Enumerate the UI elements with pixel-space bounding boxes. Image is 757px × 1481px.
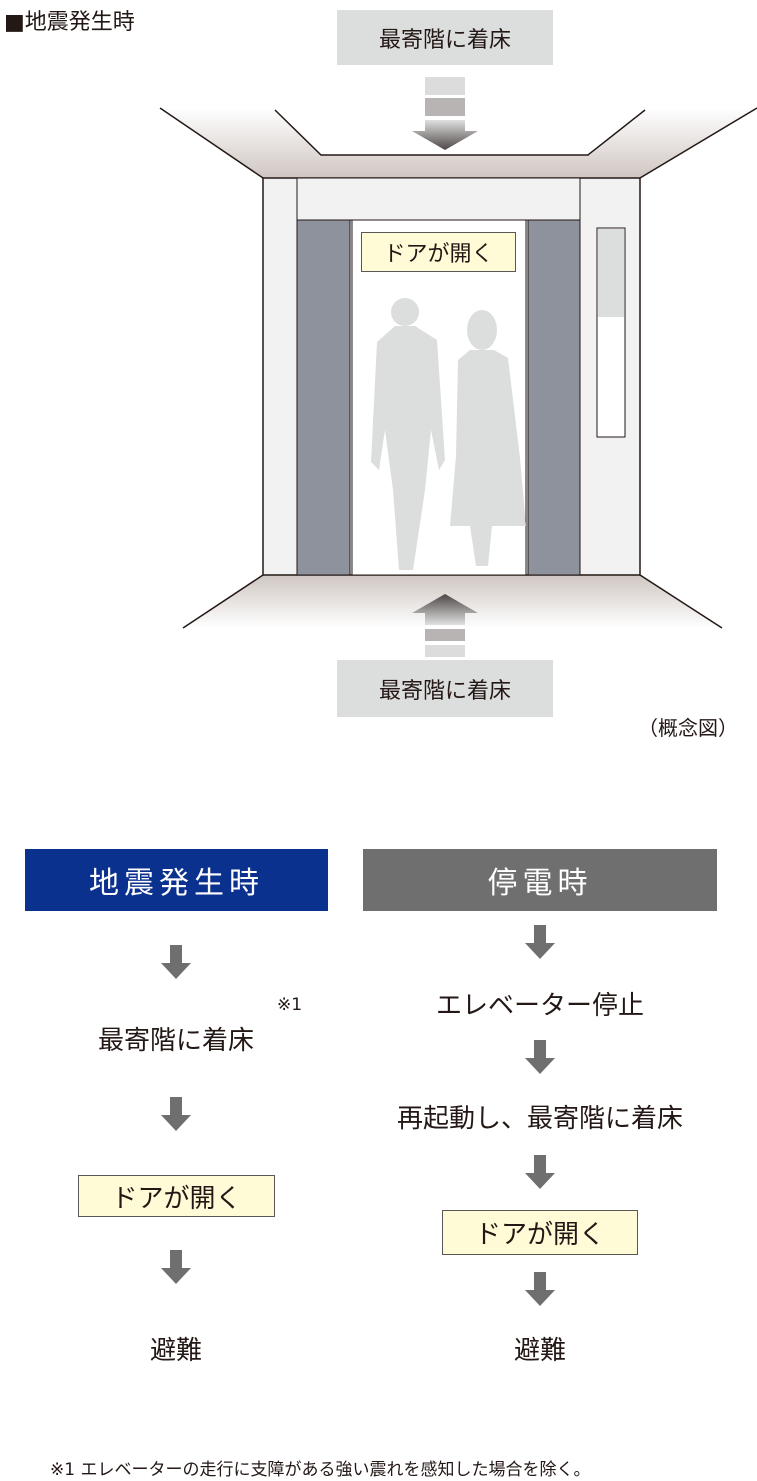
arrow-down-icon (161, 1097, 191, 1131)
eq-step-door-open: ドアが開く (78, 1175, 275, 1217)
door-left (296, 219, 351, 576)
bo-step-evacuate: 避難 (513, 1336, 567, 1366)
bo-step-stop: エレベーター停止 (435, 991, 645, 1021)
concept-note: （概念図） (638, 716, 738, 740)
door-right (527, 219, 581, 576)
ceiling (160, 108, 757, 178)
eq-step-land: 最寄階に着床 (97, 1026, 255, 1056)
bottom-label: 最寄階に着床 (337, 660, 553, 717)
top-label: 最寄階に着床 (337, 10, 553, 65)
section-title: ■地震発生時 (4, 10, 135, 35)
arrow-down-icon (161, 1250, 191, 1284)
bo-step-restart: 再起動し、最寄階に着床 (396, 1104, 684, 1134)
arrow-down-icon (525, 1272, 555, 1306)
people-silhouette (371, 298, 526, 570)
door-open-label: ドアが開く (361, 232, 516, 272)
footnote-ref: ※1 (277, 995, 303, 1015)
arrow-down-icon (161, 945, 191, 979)
footnote: ※1 エレベーターの走行に支障がある強い震れを感知した場合を除く。 (50, 1460, 591, 1480)
blackout-header: 停電時 (363, 849, 717, 911)
arrow-down-icon (525, 925, 555, 959)
eq-step-evacuate: 避難 (149, 1336, 203, 1366)
bo-step-door-open: ドアが開く (442, 1210, 638, 1255)
up-arrow-icon (412, 594, 478, 657)
earthquake-header: 地震発生時 (25, 849, 328, 911)
arrow-down-icon (525, 1155, 555, 1189)
elevator-illustration (159, 77, 757, 657)
down-arrow-icon (412, 77, 478, 150)
arrow-down-icon (525, 1040, 555, 1074)
